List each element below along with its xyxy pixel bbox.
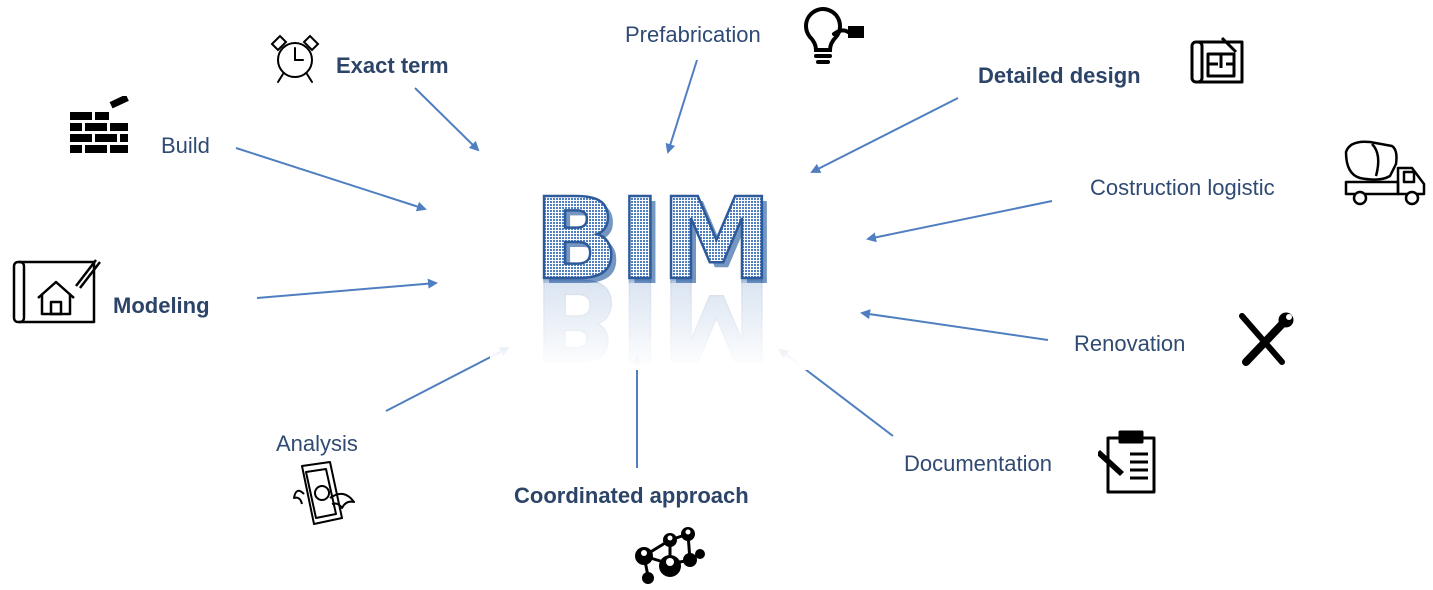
arrow-analysis (385, 347, 510, 412)
blueprint-icon (1190, 36, 1244, 84)
flying-money-icon (293, 461, 355, 525)
bim-title-graphic: BIM BIM BIM (490, 180, 820, 370)
lightbulb-icon (803, 7, 864, 64)
label-build: Build (161, 133, 210, 158)
label-detailed-design: Detailed design (978, 63, 1141, 88)
arrow-modeling (256, 278, 438, 299)
label-costruction-logistic: Costruction logistic (1090, 175, 1275, 200)
arrow-prefabrication (665, 59, 698, 154)
label-documentation: Documentation (904, 451, 1052, 476)
arrow-renovation (860, 309, 1049, 341)
clipboard-icon (1098, 430, 1156, 494)
brick-wall-icon (70, 96, 129, 153)
label-coordinated-approach: Coordinated approach (514, 483, 749, 508)
arrow-build (235, 147, 427, 212)
label-modeling: Modeling (113, 293, 210, 318)
label-analysis: Analysis (276, 431, 358, 456)
label-renovation: Renovation (1074, 331, 1186, 356)
house-plan-icon (12, 259, 101, 324)
arrow-detailed-design (810, 97, 959, 173)
arrow-costruction-logistic (866, 200, 1053, 243)
label-exact-term: Exact term (336, 53, 449, 78)
tools-icon (1239, 312, 1294, 366)
arrow-exact-term (414, 87, 480, 152)
network-icon (635, 527, 705, 584)
alarm-clock-icon (270, 34, 320, 83)
concrete-mixer-truck-icon (1344, 140, 1426, 206)
label-prefabrication: Prefabrication (625, 22, 761, 47)
